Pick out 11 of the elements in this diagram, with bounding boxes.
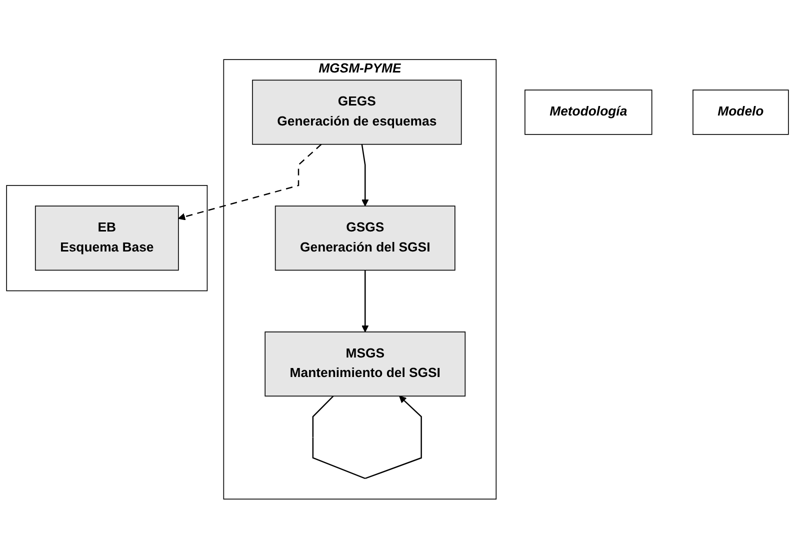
node-box: MSGS Mantenimiento del SGSI: [264, 332, 466, 397]
arrow: [362, 270, 369, 332]
node-box: Metodología: [524, 90, 652, 136]
node-box: Modelo: [692, 90, 789, 136]
cluster: [6, 185, 208, 292]
node-box: GEGS Generación de esquemas: [252, 80, 462, 145]
arrow: [312, 396, 422, 480]
node-box: EB Esquema Base: [34, 206, 179, 271]
node-box: GSGS Generación del SGSI: [274, 206, 456, 271]
arrow: [361, 144, 369, 207]
arrow: [178, 144, 322, 220]
